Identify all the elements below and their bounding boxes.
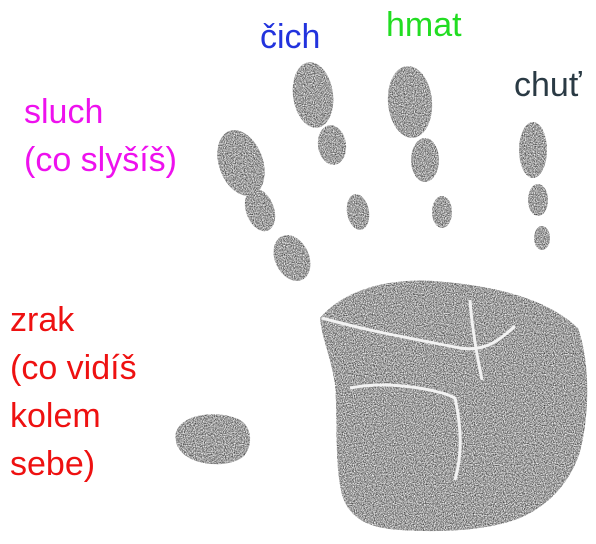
- finger-mid-middle: [315, 123, 348, 167]
- label-smell: čich: [260, 16, 320, 58]
- thumb-print: [175, 414, 250, 464]
- label-touch: hmat: [386, 4, 462, 46]
- palm-print: [320, 281, 587, 532]
- finger-tip-middle: [289, 60, 338, 131]
- finger-mid-little: [528, 184, 548, 216]
- finger-base-middle: [344, 192, 372, 231]
- label-taste: chuť: [514, 64, 582, 106]
- label-hearing: sluch (co slyšíš): [24, 88, 177, 184]
- finger-base-ring: [432, 196, 452, 228]
- finger-tip-ring: [385, 64, 435, 140]
- finger-base-little: [534, 226, 550, 250]
- label-sight: zrak (co vidíš kolem sebe): [10, 296, 137, 488]
- finger-base-index: [266, 229, 317, 287]
- finger-mid-ring: [411, 138, 439, 182]
- finger-tip-index: [209, 124, 274, 203]
- finger-tip-little: [519, 122, 547, 178]
